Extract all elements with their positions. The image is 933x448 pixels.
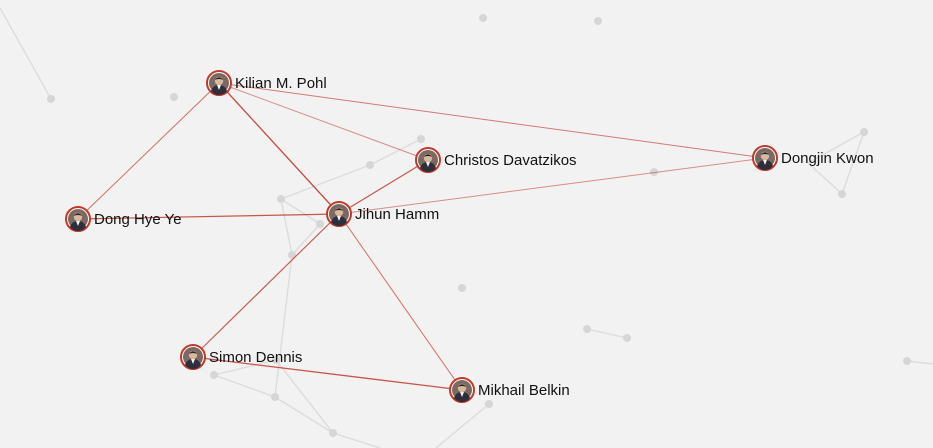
background-node [417,135,425,143]
background-edge [807,162,843,195]
background-node [594,17,602,25]
background-node [458,284,466,292]
background-node [210,371,218,379]
highlighted-edges [77,82,766,391]
node-label: Christos Davatzikos [444,152,577,169]
edge-kilian-christos [218,82,429,161]
node-label: Simon Dennis [209,349,302,366]
node-label: Kilian M. Pohl [235,75,327,92]
person-avatar [183,347,203,369]
background-edge [274,254,293,398]
person-avatar [209,73,229,95]
person-avatar [755,148,775,170]
edge-kilian-jihun [218,82,340,215]
background-edge [906,360,933,365]
background-node [277,195,285,203]
background-edge [213,374,276,398]
node-dongjin[interactable]: Dongjin Kwon [752,145,874,171]
background-node [903,357,911,365]
edge-kilian-donghye [77,82,220,220]
background-node [316,220,324,228]
background-edge [0,7,52,100]
background-edge [807,131,865,164]
node-christos[interactable]: Christos Davatzikos [415,147,577,173]
background-edge [280,198,293,256]
node-label: Jihun Hamm [355,206,439,223]
person-avatar [452,380,472,402]
background-network [0,7,933,448]
background-node [583,325,591,333]
background-node [271,393,279,401]
background-edge [275,359,334,434]
background-node [47,95,55,103]
node-jihun[interactable]: Jihun Hamm [326,201,439,227]
node-donghye[interactable]: Dong Hye Ye [65,206,182,232]
background-edge [369,138,422,166]
background-edge [332,432,381,448]
background-node [838,190,846,198]
background-node [288,251,296,259]
background-node [485,400,493,408]
node-label: Mikhail Belkin [478,382,570,399]
background-node [650,168,658,176]
background-edge [435,403,490,448]
background-edge [586,328,628,339]
background-edge [280,198,321,225]
person-avatar [329,204,349,226]
node-mikhail[interactable]: Mikhail Belkin [449,377,570,403]
edge-jihun-simon [192,213,340,358]
edge-jihun-christos [338,159,429,215]
edge-jihun-dongjin [338,157,766,215]
background-node [329,429,337,437]
person-avatar [418,150,438,172]
node-simon[interactable]: Simon Dennis [180,344,302,370]
background-node [272,356,280,364]
node-label: Dong Hye Ye [94,211,182,228]
background-node [479,14,487,22]
background-edge [213,359,277,376]
edge-kilian-dongjin [218,82,766,159]
node-label: Dongjin Kwon [781,150,874,167]
background-edge [274,396,334,434]
edge-jihun-donghye [77,213,340,220]
edge-simon-mikhail [192,356,463,391]
background-node [860,128,868,136]
edge-jihun-mikhail [338,213,463,391]
background-edge [841,131,865,195]
background-edge [291,223,321,256]
background-node [623,334,631,342]
background-node [170,93,178,101]
background-edge [280,164,371,200]
person-avatar [68,209,88,231]
node-kilian[interactable]: Kilian M. Pohl [206,70,327,96]
background-node [366,161,374,169]
